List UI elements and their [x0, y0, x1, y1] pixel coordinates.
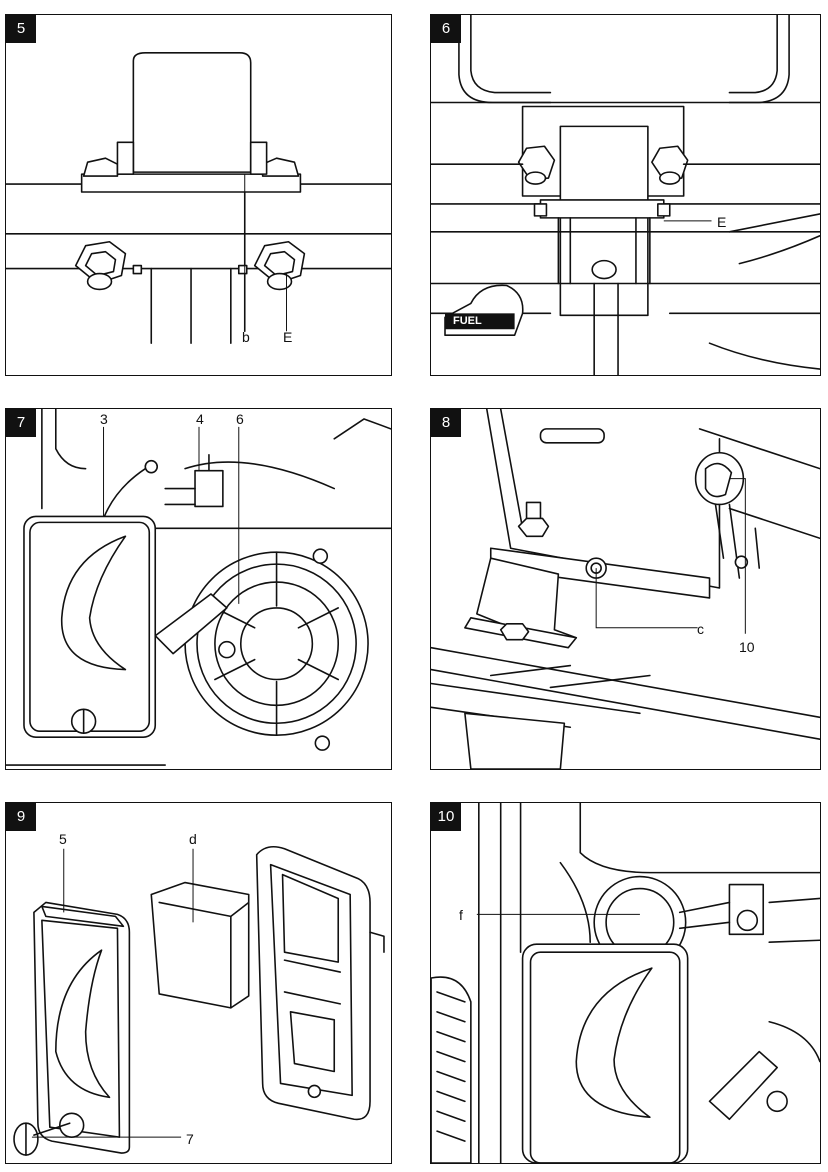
figure-6-panel: 6: [430, 14, 821, 376]
callout-7: 7: [186, 1131, 194, 1147]
fuel-knob-text: FUEL: [453, 315, 482, 327]
callout-4: 4: [196, 411, 204, 427]
figure-number: 9: [6, 803, 36, 831]
callout-10: 10: [739, 639, 755, 655]
callout-b: b: [242, 329, 250, 345]
figure-6-drawing: [431, 15, 820, 375]
figure-10-panel: 10 f: [430, 802, 821, 1164]
callout-c: c: [697, 621, 704, 637]
callout-3: 3: [100, 411, 108, 427]
figure-number: 7: [6, 409, 36, 437]
figure-7-panel: 7 3 4 6: [5, 408, 392, 770]
callout-6: 6: [236, 411, 244, 427]
figure-number: 8: [431, 409, 461, 437]
figure-9-drawing: [13, 845, 385, 1156]
figure-number: 6: [431, 15, 461, 43]
figure-number: 5: [6, 15, 36, 43]
figure-7-drawing: [6, 409, 391, 766]
figure-8-drawing: [431, 409, 820, 769]
figure-number: 10: [431, 803, 461, 831]
callout-E: E: [283, 329, 293, 345]
figure-5-panel: 5 b E: [5, 14, 392, 376]
callout-E: E: [717, 214, 727, 230]
figure-10-drawing: [431, 803, 820, 1163]
figure-5-drawing: [6, 51, 391, 344]
figure-8-panel: 8 c 10: [430, 408, 821, 770]
callout-5: 5: [59, 831, 67, 847]
callout-d: d: [189, 831, 197, 847]
figure-9-panel: 9 5 d 7: [5, 802, 392, 1164]
callout-f: f: [459, 907, 463, 923]
